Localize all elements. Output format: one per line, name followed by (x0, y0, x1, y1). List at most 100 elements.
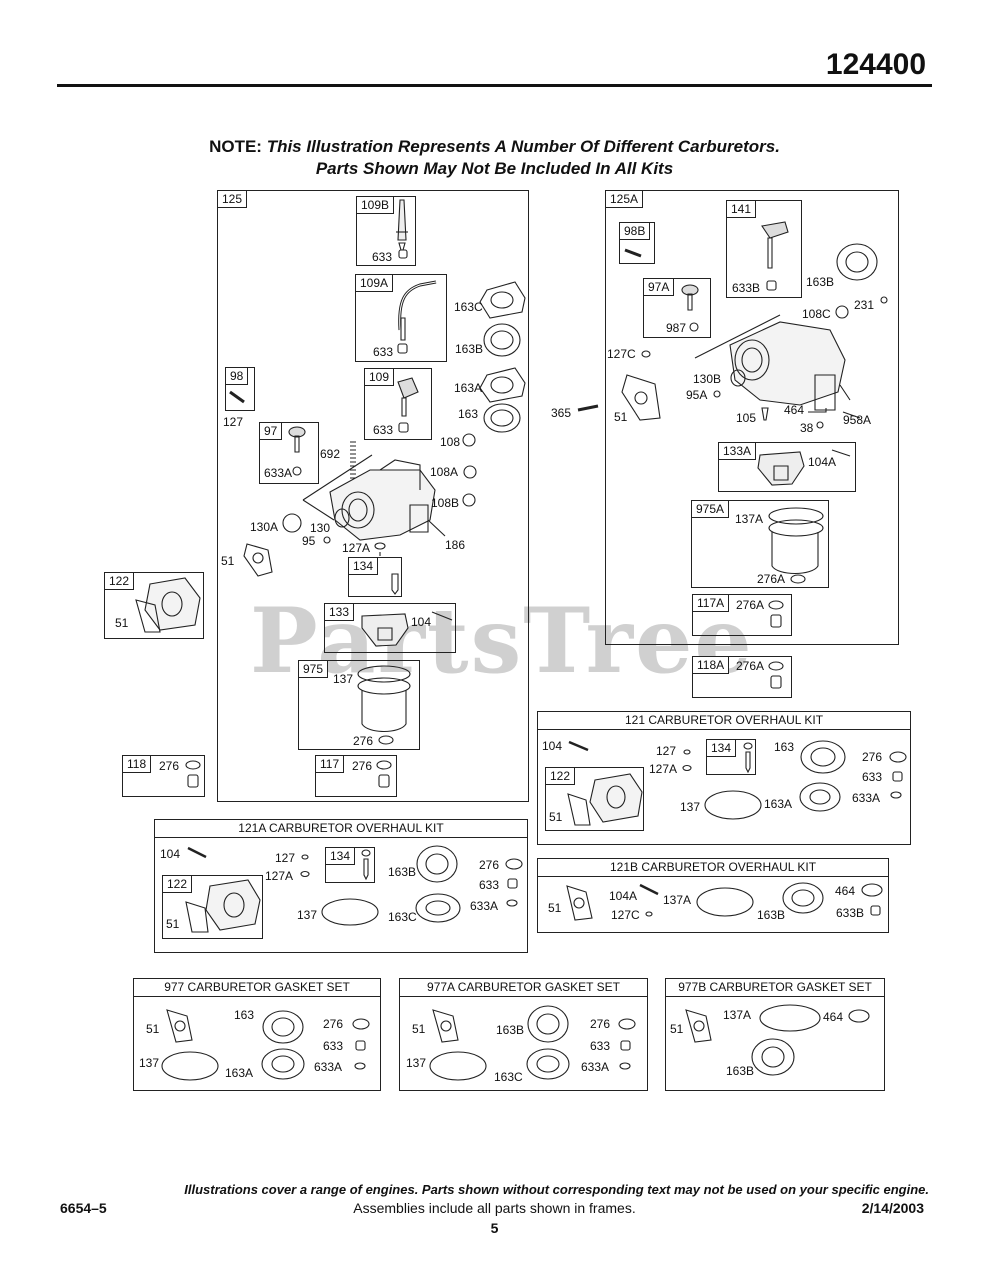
part-117-drawing (376, 760, 392, 770)
kit-121B-label-137A: 137A (663, 893, 692, 907)
frame-118 (122, 755, 205, 797)
label-633A: 633A (264, 466, 293, 480)
label-137: 137 (333, 672, 354, 686)
frame-141 (726, 200, 802, 298)
label-633: 633 (373, 345, 394, 359)
kit-121-tag-122: 122 (545, 767, 576, 785)
footer-date: 2/14/2003 (861, 1200, 924, 1216)
tag-133: 133 (324, 603, 355, 621)
label-130B: 130B (693, 372, 722, 386)
kit-121A-label-51: 51 (166, 917, 180, 931)
kit-977-label-276: 276 (323, 1017, 344, 1031)
label-276A: 276A (757, 572, 786, 586)
kit-121-label-276: 276 (862, 750, 883, 764)
part-105-drawing (761, 407, 769, 421)
kit-121-label-127A: 127A (649, 762, 678, 776)
kit-121B-label-127C: 127C (611, 908, 640, 922)
part-118A-drawing (768, 661, 784, 671)
label-633B: 633B (732, 281, 761, 295)
frame-122 (104, 572, 204, 639)
kit-977B-label-51: 51 (670, 1022, 684, 1036)
frame-97 (259, 422, 319, 484)
kit-121-label-104: 104 (542, 739, 563, 753)
part-109-drawing (397, 377, 419, 433)
kit-121B-drawing (566, 882, 883, 921)
label-163B: 163B (455, 342, 484, 356)
kit-977-label-163A: 163A (225, 1066, 254, 1080)
label-108A: 108A (430, 465, 459, 479)
linkage-lines-125 (302, 454, 373, 521)
frame-975 (298, 660, 420, 750)
label-95: 95 (302, 534, 316, 548)
kit-121-title: 121 CARBURETOR OVERHAUL KIT (538, 712, 910, 730)
kit-977-label-51: 51 (146, 1022, 160, 1036)
label-127: 127 (223, 415, 244, 429)
tag-97: 97 (259, 422, 283, 440)
label-276A: 276A (736, 598, 765, 612)
kit-977A-title: 977A CARBURETOR GASKET SET (400, 979, 647, 997)
label-51: 51 (221, 554, 235, 568)
part-133-float-drawing (361, 611, 453, 647)
kit-121A-label-276: 276 (479, 858, 500, 872)
tag-133A: 133A (718, 442, 757, 460)
label-105: 105 (736, 411, 757, 425)
label-130: 130 (310, 521, 331, 535)
frame-117 (315, 755, 397, 797)
label-633: 633 (372, 250, 393, 264)
tag-117A: 117A (692, 594, 730, 612)
part-95-drawing (323, 536, 331, 544)
part-51-gasket-drawing (243, 543, 273, 577)
kit-121A-title: 121A CARBURETOR OVERHAUL KIT (155, 820, 527, 838)
frame-133 (324, 603, 456, 653)
kit-121-label-163A: 163A (764, 797, 793, 811)
label-276: 276 (352, 759, 373, 773)
label-127C: 127C (607, 347, 636, 361)
kit-121B-frame: 121B CARBURETOR OVERHAUL KIT (537, 858, 889, 933)
kit-977-label-633: 633 (323, 1039, 344, 1053)
part-133A-float-drawing (757, 449, 851, 486)
label-127A: 127A (342, 541, 371, 555)
part-95A-drawing (713, 390, 721, 398)
part-692-drawing (350, 441, 356, 483)
tag-141: 141 (726, 200, 757, 218)
tag-97A: 97A (643, 278, 675, 296)
kit-977A-frame: 977A CARBURETOR GASKET SET (399, 978, 648, 1091)
kit-121B-label-633B: 633B (836, 906, 865, 920)
tag-109B: 109B (356, 196, 395, 214)
part-365-drawing (577, 404, 599, 412)
footer-code: 6654–5 (60, 1200, 107, 1216)
kit-121-label-633A: 633A (852, 791, 881, 805)
kit-121B-label-163B: 163B (757, 908, 786, 922)
part-130-drawing (334, 508, 350, 528)
kit-121A-label-633: 633 (479, 878, 500, 892)
gaskets-125A-drawing (835, 243, 888, 319)
kit-977-label-163: 163 (234, 1008, 255, 1022)
label-276: 276 (353, 734, 374, 748)
tag-118A: 118A (692, 656, 730, 674)
gaskets-108-series-drawing (462, 433, 477, 507)
kit-977A-label-633: 633 (590, 1039, 611, 1053)
gaskets-163-series-drawing (479, 281, 526, 433)
label-633: 633 (373, 423, 394, 437)
part-958A-drawing (842, 411, 861, 419)
frame-118A (692, 656, 792, 698)
kit-121-frame-122 (545, 767, 644, 831)
label-958A: 958A (843, 413, 872, 427)
kit-121B-label-104A: 104A (609, 889, 638, 903)
part-127A-drawing (374, 542, 386, 550)
part-38-drawing (816, 421, 824, 429)
part-130A-drawing (282, 513, 302, 533)
header-rule (57, 84, 932, 87)
label-163B: 163B (806, 275, 835, 289)
kit-977-frame: 977 CARBURETOR GASKET SET (133, 978, 381, 1091)
kit-121A-label-104: 104 (160, 847, 181, 861)
kit-121A-label-127A: 127A (265, 869, 294, 883)
footer-assemblies-note: Assemblies include all parts shown in fr… (353, 1200, 636, 1216)
part-130B-drawing (730, 369, 746, 387)
tag-98: 98 (225, 367, 249, 385)
label-163A: 163A (454, 381, 483, 395)
frame-117A (692, 594, 792, 636)
kit-121-frame: 121 CARBURETOR OVERHAUL KIT (537, 711, 911, 845)
label-137A: 137A (735, 512, 764, 526)
part-975-bowl-drawing (357, 665, 411, 745)
